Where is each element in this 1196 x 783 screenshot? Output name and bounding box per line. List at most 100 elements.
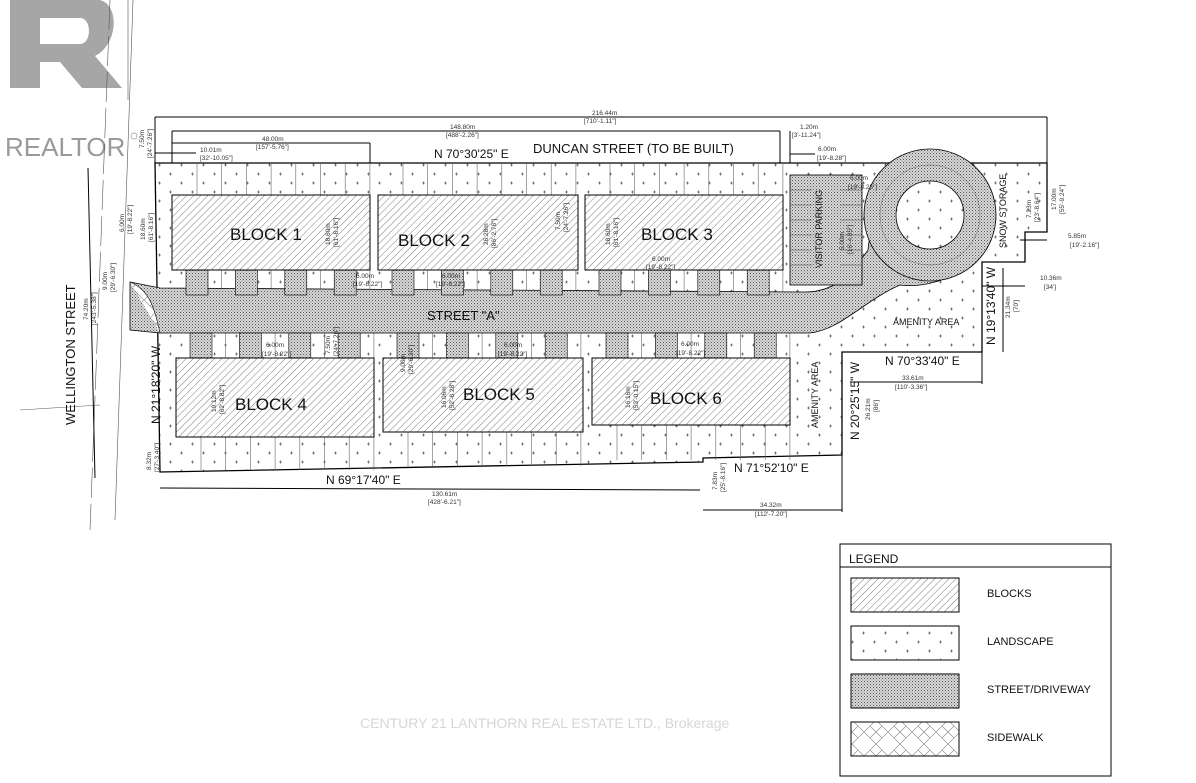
legend-label: SIDEWALK [987, 732, 1044, 744]
dim-text: 26.28m [483, 223, 490, 245]
dim-text: [19'-8.22"] [436, 281, 465, 288]
legend-label: LANDSCAPE [987, 636, 1054, 648]
dim-text: 18.60m [140, 218, 147, 240]
dim-text: 8.32m [146, 452, 153, 470]
dim-text: [24'-7.26"] [333, 327, 340, 356]
cul-de-sac-island [895, 180, 965, 250]
dim-text: [53'-0.15"] [633, 381, 640, 410]
sidewalk-corner [129, 281, 161, 334]
dim-text: 6.00m [850, 175, 868, 182]
driveway-pads [185, 269, 777, 359]
block-5[interactable] [382, 357, 584, 433]
driveway-pad [605, 332, 629, 359]
dimension-lines [87, 116, 1048, 512]
block-4[interactable] [175, 357, 375, 438]
dim-text: [19'-8.28"] [817, 155, 846, 162]
dim-text: 6.00m [266, 342, 284, 349]
dim-text: 1.20m [800, 124, 818, 131]
dim-text: 10.36m [1040, 275, 1062, 282]
amenity-area-label: AMENITY AREA [810, 362, 820, 428]
driveway-pad [288, 332, 312, 359]
dim-text: 9.00m [102, 272, 109, 290]
wellington-street-label: WELLINGTON STREET [63, 284, 78, 425]
dim-text: [27'-3.40"] [154, 443, 161, 472]
driveway-pad [648, 269, 671, 296]
dim-text: 7.50m [139, 130, 146, 148]
realtor-logo: REALTOR [5, 0, 138, 162]
bearing-east-1: N 20°25'15" W [848, 361, 862, 440]
block-2[interactable] [377, 194, 579, 271]
dim-text: 7.50m [555, 212, 562, 230]
dim-text: 10.01m [200, 147, 222, 154]
dim-text: [29'-6.30"] [408, 345, 415, 374]
dim-text: 7.83m [712, 472, 719, 490]
dim-text: 6.00m [504, 342, 522, 349]
driveway-pad [704, 332, 728, 359]
dim-text: 16.06m [441, 386, 448, 408]
block-2-label: BLOCK 2 [398, 231, 470, 250]
amenity-area-label: AMENITY AREA [893, 317, 959, 327]
dim-text: [70'] [1013, 300, 1020, 312]
dim-text: 17.00m [1051, 188, 1058, 210]
block-3[interactable] [584, 194, 784, 271]
dim-text: [61'-8.16"] [333, 218, 340, 247]
dim-text: [23'-8.64"] [1034, 193, 1041, 222]
dim-text: [243'-5.38"] [91, 292, 98, 325]
dim-text: 148.80m [450, 124, 475, 131]
bearing-north: N 70°30'25" E [434, 147, 509, 161]
bearing-south: N 69°17'40" E [326, 473, 401, 487]
dim-text: 19.12m [211, 390, 218, 412]
driveway-pad [391, 269, 415, 296]
dim-text: [55'-9.24"] [1059, 185, 1066, 214]
dim-text: [29'-6.30"] [110, 263, 117, 292]
driveway-pad [753, 332, 777, 359]
block-6[interactable] [591, 357, 791, 426]
dim-text: 6.00m [356, 273, 374, 280]
dim-text: 18.60m [605, 223, 612, 245]
visitor-parking-label: VISITOR PARKING [814, 190, 824, 268]
dim-text: [24'-7.26"] [563, 203, 570, 232]
driveway-pad [544, 332, 568, 359]
driveway-pad [446, 332, 469, 359]
dim-text: [3'-11.24"] [792, 132, 821, 139]
dim-text: [710'-1.11"] [584, 118, 617, 125]
legend-swatch-landscape [850, 625, 960, 661]
dim-text: [52'-8.28"] [449, 381, 456, 410]
dim-text: [61'-8.16"] [613, 218, 620, 247]
dim-text: 74.20m [83, 298, 90, 320]
dim-text: [19'-8.22"] [353, 281, 382, 288]
dim-text: [86'-2.76"] [491, 219, 498, 248]
dim-text: [19'-8.22"] [646, 264, 675, 271]
snow-storage-label: SNOW STORAGE [998, 174, 1008, 248]
dim-text: 6.00m [818, 146, 836, 153]
dimension-labels: 216.44m [710'-1.11"] 148.80m [488'-2.26"… [83, 110, 1099, 518]
dim-text: 26.21m [865, 398, 872, 420]
dim-text: 16.16m [625, 386, 632, 408]
block-1-label: BLOCK 1 [230, 225, 302, 244]
block-1[interactable] [171, 194, 371, 271]
legend: LEGEND BLOCKS LANDSCAPE STREET/DRIVEWAY … [839, 543, 1112, 777]
dim-text: [19'-8.22"] [498, 351, 527, 358]
dim-text: [86'] [873, 400, 880, 412]
block-5-label: BLOCK 5 [463, 385, 535, 404]
driveway-pad [239, 332, 262, 359]
driveway-pad [746, 269, 770, 296]
dim-text: 7.23m [1026, 200, 1033, 218]
wellington-street-lines [19, 0, 134, 531]
driveway-pad [235, 269, 258, 296]
legend-swatch-sidewalk [850, 721, 960, 757]
driveway-pad [598, 269, 622, 296]
block-4-label: BLOCK 4 [235, 395, 307, 414]
legend-swatch-street [850, 673, 960, 709]
brokerage-watermark: CENTURY 21 LANTHORN REAL ESTATE LTD., Br… [360, 715, 730, 731]
dim-text: 6.00m [442, 273, 460, 280]
dim-text: [19'-8.22"] [676, 350, 705, 357]
dim-text: 5.85m [1068, 233, 1086, 240]
driveway-pad [539, 269, 563, 296]
dim-text: [112'-7.20"] [755, 511, 788, 518]
dim-text: 5.00m [839, 232, 846, 250]
block-3-label: BLOCK 3 [641, 225, 713, 244]
dim-text: 130.61m [432, 491, 457, 498]
dim-text: 33.61m [902, 375, 924, 382]
